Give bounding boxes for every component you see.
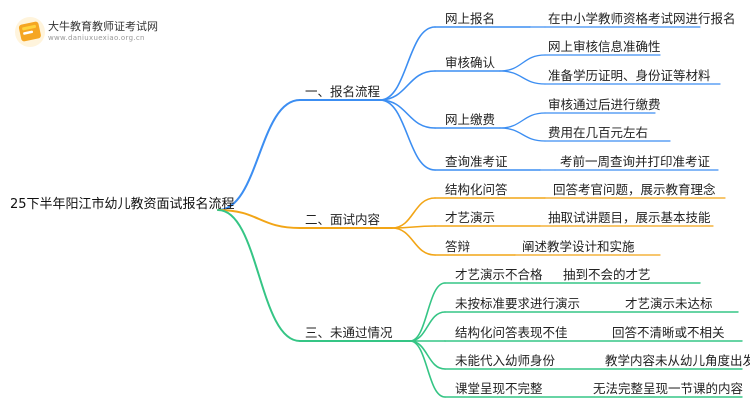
node-online-registration: 网上报名 <box>445 11 496 26</box>
edge-branch3-child <box>409 340 446 370</box>
node-review-confirm: 审核确认 <box>445 55 496 70</box>
node-qa-poor: 结构化问答表现不佳 <box>455 325 568 340</box>
detail-not-standard: 才艺演示未达标 <box>625 296 713 311</box>
detail-review-info: 网上审核信息准确性 <box>548 39 661 54</box>
branch-fail-cases: 三、未通过情况 <box>305 325 393 340</box>
logo-url: www.daniuxuexiao.org.cn <box>48 34 145 42</box>
site-logo: 大牛教育教师证考试网 www.daniuxuexiao.org.cn <box>8 14 158 48</box>
edge-root-branch2 <box>217 209 301 229</box>
root-node: 25下半年阳江市幼儿教资面试报名流程 <box>10 197 235 212</box>
edge-detail <box>499 70 546 85</box>
detail-talent-fail: 抽到不会的才艺 <box>563 267 651 282</box>
edge-branch1-child <box>379 70 436 101</box>
edge-branch2-child <box>391 227 436 256</box>
edge-branch3-child <box>409 311 446 342</box>
detail-no-role: 教学内容未从幼儿角度出发 <box>605 353 750 368</box>
edge-detail <box>499 127 546 142</box>
logo-title: 大牛教育教师证考试网 <box>48 20 158 33</box>
branch-registration-process: 一、报名流程 <box>305 84 381 99</box>
node-defense: 答辩 <box>445 239 471 254</box>
node-not-standard: 未按标准要求进行演示 <box>455 296 581 311</box>
logo-book-icon <box>15 17 45 47</box>
node-no-role: 未能代入幼师身份 <box>455 353 556 368</box>
detail-admission-ticket: 考前一周查询并打印准考证 <box>560 154 711 169</box>
edge-detail <box>499 54 546 72</box>
logo-book-stripe <box>22 24 37 31</box>
detail-structured-qa: 回答考官问题，展示教育理念 <box>553 182 716 197</box>
node-talent-show: 才艺演示 <box>445 210 496 225</box>
node-talent-fail: 才艺演示不合格 <box>455 267 543 282</box>
node-admission-ticket: 查询准考证 <box>445 154 508 169</box>
detail-talent-show: 抽取试讲题目，展示基本技能 <box>548 210 711 225</box>
detail-incomplete-class: 无法完整呈现一节课的内容 <box>593 381 744 396</box>
edge-branch2-child <box>391 197 436 229</box>
branch-interview-content: 二、面试内容 <box>305 212 381 227</box>
logo-book-line <box>23 30 34 35</box>
detail-qa-poor: 回答不清晰或不相关 <box>612 325 725 340</box>
detail-online-registration: 在中小学教师资格考试网进行报名 <box>548 11 736 26</box>
edge-root-branch3 <box>217 209 301 342</box>
node-incomplete-class: 课堂呈现不完整 <box>455 381 543 396</box>
edge-branch3-child <box>409 340 446 398</box>
detail-payment-fee: 费用在几百元左右 <box>548 125 649 140</box>
edge-root-branch1 <box>217 99 301 211</box>
edge-branch1-child <box>379 99 436 171</box>
node-structured-qa: 结构化问答 <box>445 182 508 197</box>
node-online-payment: 网上缴费 <box>445 112 496 127</box>
edge-branch3-child <box>409 282 446 342</box>
detail-prepare-materials: 准备学历证明、身份证等材料 <box>548 68 711 83</box>
detail-defense: 阐述教学设计和实施 <box>522 239 635 254</box>
edge-detail <box>499 112 546 129</box>
edge-branch1-child <box>379 99 436 129</box>
detail-payment-after-review: 审核通过后进行缴费 <box>548 97 661 112</box>
edge-branch1-child <box>379 26 436 101</box>
